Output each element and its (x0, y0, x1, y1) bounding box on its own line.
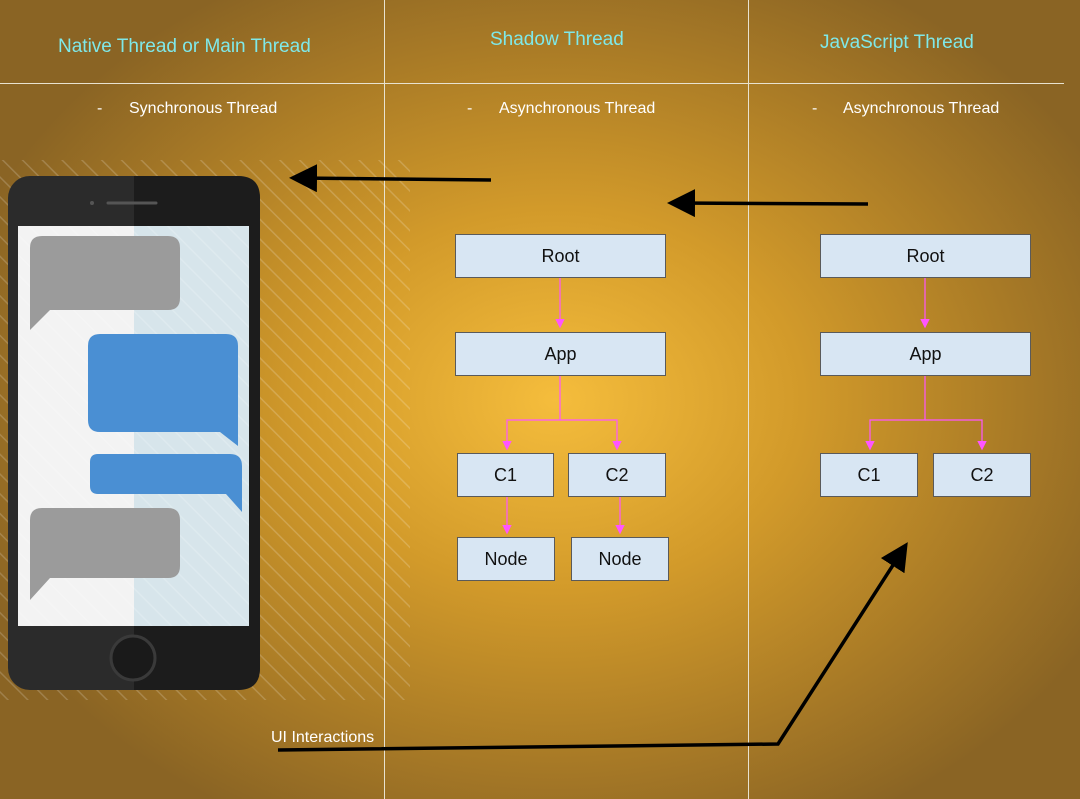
shadow-c2-node: C2 (568, 453, 666, 497)
phone-icon (8, 176, 260, 690)
javascript-thread-subtitle: Asynchronous Thread (843, 100, 1000, 117)
js-bullet: - (812, 100, 818, 117)
arrow-shadow-to-native (289, 164, 492, 193)
javascript-thread-title: JavaScript Thread (820, 32, 974, 53)
arrow-ui-interactions (277, 542, 908, 752)
js-c1-node: C1 (820, 453, 918, 497)
js-root-node: Root (820, 234, 1031, 278)
native-thread-subtitle: Synchronous Thread (129, 100, 278, 117)
chat-bubble-4 (30, 508, 180, 600)
arrow-js-to-shadow (667, 189, 869, 218)
shadow-thread-subtitle: Asynchronous Thread (499, 100, 656, 117)
chat-bubble-2 (88, 334, 238, 446)
shadow-bullet: - (467, 100, 473, 117)
shadow-node-1: Node (457, 537, 555, 581)
home-button (109, 634, 157, 682)
shadow-node-2: Node (571, 537, 669, 581)
native-thread-title: Native Thread or Main Thread (58, 36, 311, 57)
native-bullet: - (97, 100, 103, 117)
js-app-node: App (820, 332, 1031, 376)
shadow-root-node: Root (455, 234, 666, 278)
ui-interactions-label: UI Interactions (271, 729, 375, 746)
header-divider (0, 83, 1064, 84)
chat-bubble-1 (30, 236, 180, 330)
shadow-thread-title: Shadow Thread (490, 29, 624, 50)
js-c2-node: C2 (933, 453, 1031, 497)
shadow-app-node: App (455, 332, 666, 376)
column-divider-2 (748, 0, 749, 799)
chat-bubble-3 (90, 454, 242, 512)
shadow-c1-node: C1 (457, 453, 554, 497)
